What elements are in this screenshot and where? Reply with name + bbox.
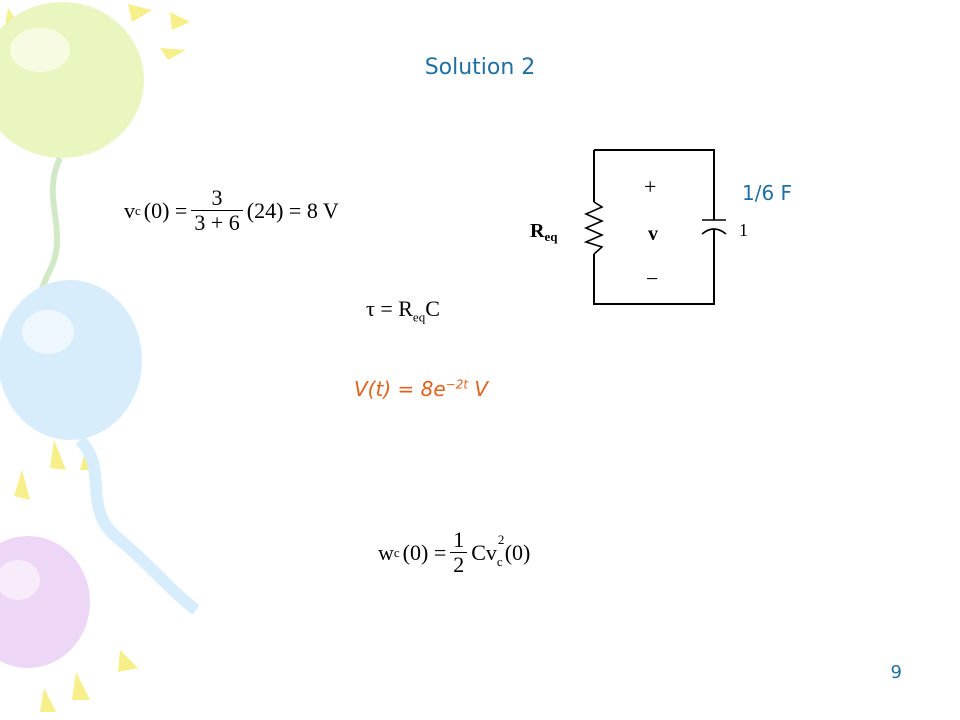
page-number: 9: [890, 662, 902, 683]
plus-label: +: [644, 174, 656, 199]
blue-balloon: [0, 280, 200, 615]
wc0-arg: (0) =: [402, 539, 447, 565]
slide-title: Solution 2: [424, 55, 536, 80]
wc0-squared: 2: [497, 531, 505, 547]
vc0-sub: c: [135, 202, 141, 218]
vc0-denominator: 3 + 6: [191, 210, 243, 235]
vc0-lhs: v: [124, 197, 135, 223]
balloon-decoration: [0, 2, 200, 712]
vc0-rest: (24) = 8 V: [246, 197, 339, 223]
vc0-fraction: 3 3 + 6: [191, 185, 243, 235]
rc-circuit-diagram: Req + v − 1: [530, 149, 748, 305]
vc0-numerator: 3: [211, 185, 223, 210]
voltage-label: v: [648, 223, 658, 245]
bottom-wire: [593, 240, 715, 305]
wc0-numerator: 1: [453, 527, 465, 552]
capacitor-value: 1/6 F: [742, 181, 793, 205]
wc0-sub: c: [393, 544, 400, 560]
vt-exponent: −2t: [445, 377, 469, 392]
vt-main: V(t) = 8e: [354, 377, 446, 401]
wc0-fraction: 1 2: [450, 527, 468, 577]
wc0-lhs: w: [378, 539, 394, 565]
tau-sub: eq: [412, 309, 426, 325]
wc0-vc-scripts: 2 c: [496, 532, 505, 569]
minus-label: −: [646, 266, 658, 291]
wc0-denominator: 2: [450, 552, 468, 577]
vt-unit: V: [468, 377, 489, 401]
tau-equation: τ = ReqC: [366, 296, 440, 325]
tau-lhs: τ = R: [366, 296, 413, 321]
req-label: Req: [530, 220, 558, 244]
tau-rhs: C: [425, 296, 440, 321]
vc0-arg: (0) =: [143, 197, 188, 223]
resistor-icon: [583, 201, 604, 255]
wc0-cv: Cv: [471, 539, 497, 565]
wc0-end: (0): [504, 539, 531, 565]
wc0-vsub: c: [496, 553, 503, 569]
top-wire: [594, 149, 715, 210]
vt-result: V(t) = 8e−2t V: [354, 377, 488, 401]
purple-balloon: [0, 536, 90, 668]
clipped-label: 1: [739, 220, 748, 240]
